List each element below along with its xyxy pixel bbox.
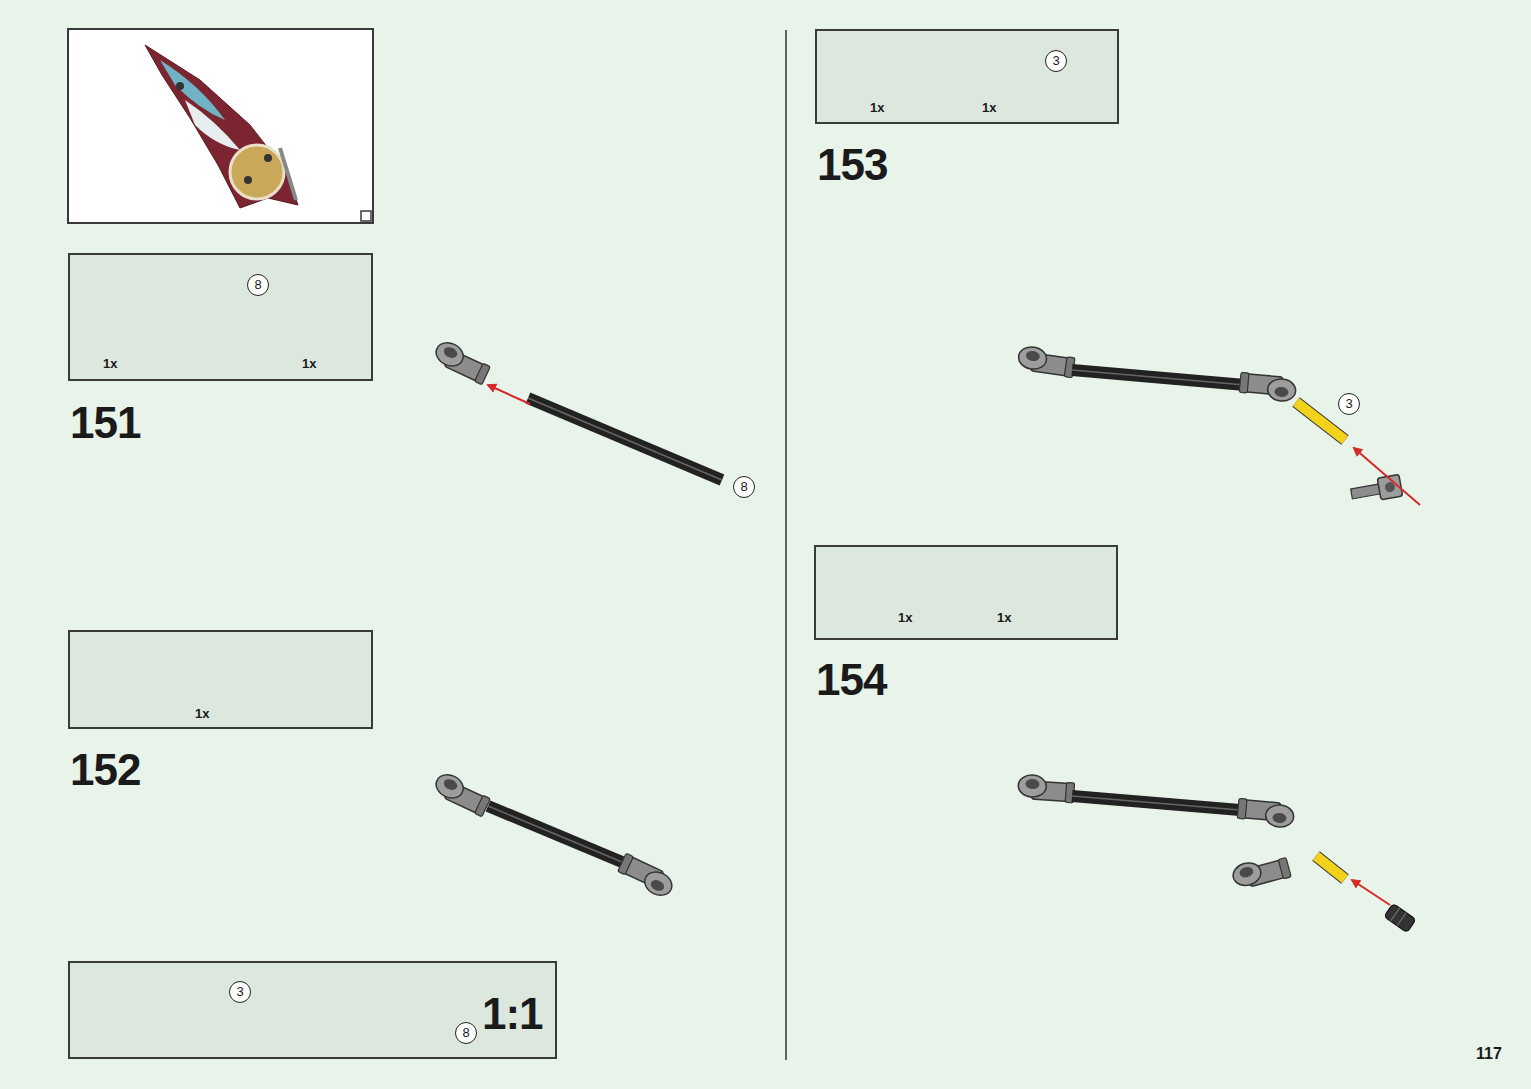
step-154-illustration <box>1017 774 1416 933</box>
callout-number: 3 <box>1045 50 1067 72</box>
parts-callout-box: 1x152 <box>68 630 373 729</box>
callout-number: 8 <box>247 274 269 296</box>
parts-callout-box: 1x1x3153 <box>815 29 1119 124</box>
callout-number: 3 <box>1338 393 1360 415</box>
step-number: 152 <box>70 747 140 793</box>
step-153-illustration <box>1017 345 1420 505</box>
callout-number: 3 <box>229 981 251 1003</box>
part-quantity: 1x <box>195 706 209 721</box>
part-quantity: 1x <box>870 100 884 115</box>
callout-number: 8 <box>455 1022 477 1044</box>
part-quantity: 1x <box>302 356 316 371</box>
step-number: 151 <box>70 400 140 446</box>
step-number: 1:1 <box>482 991 543 1037</box>
callout-number: 8 <box>733 476 755 498</box>
step-number: 154 <box>816 657 886 703</box>
box-corner-marks <box>361 112 1117 1057</box>
parts-callout-box: 81x1x151 <box>68 253 373 381</box>
page-number: 117 <box>1476 1045 1502 1063</box>
part-quantity: 1x <box>997 610 1011 625</box>
parts-callout-box: 1x1x154 <box>814 545 1118 640</box>
part-quantity: 1x <box>103 356 117 371</box>
part-quantity: 1x <box>982 100 996 115</box>
step-151-illustration <box>431 338 722 480</box>
step-number: 153 <box>817 142 887 188</box>
sail-panel <box>68 29 373 223</box>
column-divider <box>785 30 787 1060</box>
part-quantity: 1x <box>898 610 912 625</box>
step-152-illustration <box>431 770 677 899</box>
parts-callout-box: 3 81:1 <box>68 961 557 1059</box>
